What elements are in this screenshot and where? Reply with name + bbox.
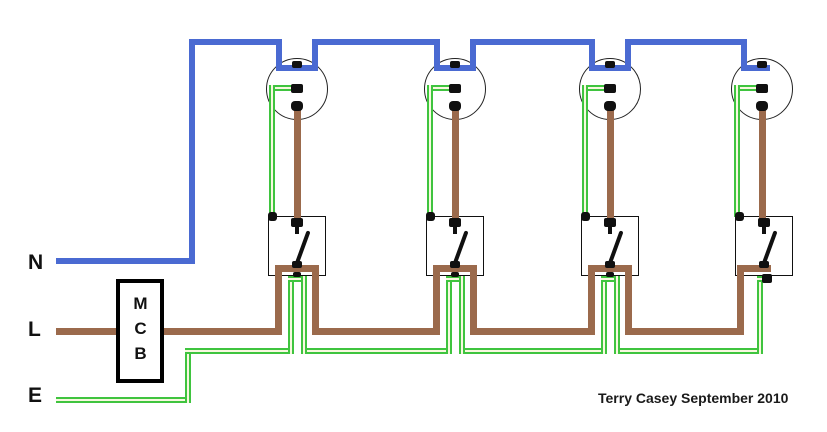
- lamp-live-terminal: [291, 101, 303, 111]
- live-wire: [433, 265, 440, 335]
- earth-wire: [459, 276, 465, 354]
- neutral-wire: [589, 65, 631, 71]
- switch-earth-loop-terminal: [451, 272, 459, 277]
- live-wire: [625, 265, 632, 335]
- lamp-earth-terminal: [449, 84, 461, 93]
- neutral-wire: [625, 39, 631, 71]
- lamp-neutral-terminal: [292, 61, 302, 68]
- earth-wire: [582, 85, 606, 91]
- live-wire: [625, 328, 744, 335]
- lamp-earth-terminal: [756, 84, 768, 93]
- switch-bottom-terminal: [759, 261, 769, 268]
- mcb-box: MCB: [116, 279, 164, 383]
- earth-wire: [427, 85, 433, 217]
- switch-bottom-terminal: [292, 261, 302, 268]
- switch-top-stub: [762, 227, 766, 234]
- neutral-wire: [312, 39, 318, 71]
- neutral-wire: [56, 258, 195, 264]
- lamp-neutral-terminal: [450, 61, 460, 68]
- earth-wire: [427, 85, 451, 91]
- live-wire: [312, 265, 319, 335]
- live-wire: [737, 265, 744, 335]
- switch-earth-terminal: [426, 212, 435, 221]
- switch-top-stub: [453, 227, 457, 234]
- neutral-wire: [312, 39, 440, 45]
- earth-wire: [288, 276, 307, 282]
- live-wire: [588, 265, 632, 272]
- live-wire: [294, 105, 301, 225]
- neutral-wire: [589, 39, 595, 71]
- neutral-wire: [276, 65, 318, 71]
- live-wire: [470, 265, 477, 335]
- neutral-wire: [434, 39, 440, 71]
- lamp-neutral-terminal: [605, 61, 615, 68]
- attribution-text: Terry Casey September 2010: [598, 390, 789, 406]
- earth-wire: [56, 397, 188, 403]
- neutral-wire: [470, 39, 595, 45]
- live-feed-label: L: [28, 318, 41, 341]
- live-wire: [470, 328, 595, 335]
- live-wire: [759, 105, 766, 225]
- switch-earth-terminal: [268, 212, 277, 221]
- lamp-earth-terminal: [291, 84, 303, 93]
- switch-top-terminal: [449, 218, 461, 227]
- neutral-feed-label: N: [28, 251, 44, 274]
- earth-wire: [614, 276, 620, 354]
- earth-wire: [734, 85, 740, 217]
- live-wire: [164, 328, 282, 335]
- live-wire: [312, 328, 440, 335]
- switch-top-terminal: [758, 218, 770, 227]
- neutral-wire: [189, 39, 282, 45]
- live-wire: [607, 105, 614, 225]
- earth-wire: [301, 276, 307, 354]
- earth-wire: [582, 85, 588, 217]
- earth-wire: [269, 85, 293, 91]
- earth-wire: [288, 276, 294, 354]
- lamp-live-terminal: [604, 101, 616, 111]
- lamp-earth-terminal: [604, 84, 616, 93]
- switch-top-stub: [608, 227, 612, 234]
- switch-bottom-terminal: [450, 261, 460, 268]
- live-wire: [452, 105, 459, 225]
- live-wire: [275, 265, 319, 272]
- earth-wire: [446, 276, 465, 282]
- live-wire: [588, 265, 595, 335]
- neutral-wire: [470, 39, 476, 71]
- earth-wire: [459, 348, 607, 354]
- earth-wire: [185, 348, 294, 354]
- switch-top-terminal: [291, 218, 303, 227]
- switch-bottom-terminal: [605, 261, 615, 268]
- earth-wire: [301, 348, 452, 354]
- neutral-wire: [741, 65, 770, 71]
- earth-wire: [601, 276, 607, 354]
- earth-wire: [757, 276, 763, 354]
- neutral-wire: [434, 65, 476, 71]
- lamp-neutral-terminal: [757, 61, 767, 68]
- neutral-wire: [276, 39, 282, 71]
- earth-wire: [185, 348, 191, 403]
- switch-earth-loop-terminal: [293, 272, 301, 277]
- live-wire: [275, 265, 282, 335]
- earth-wire: [614, 348, 763, 354]
- switch-earth-terminal: [735, 212, 744, 221]
- neutral-wire: [741, 39, 747, 71]
- live-wire: [433, 265, 477, 272]
- switch-top-terminal: [604, 218, 616, 227]
- earth-wire: [446, 276, 452, 354]
- neutral-wire: [625, 39, 747, 45]
- switch-top-stub: [295, 227, 299, 234]
- switch-earth-end-terminal: [762, 274, 772, 283]
- earth-wire: [601, 276, 620, 282]
- live-wire: [56, 328, 116, 335]
- lamp-live-terminal: [756, 101, 768, 111]
- switch-earth-loop-terminal: [606, 272, 614, 277]
- switch-earth-terminal: [581, 212, 590, 221]
- earth-wire: [269, 85, 275, 217]
- neutral-wire: [189, 39, 195, 264]
- live-wire: [737, 265, 771, 272]
- earth-feed-label: E: [28, 384, 43, 407]
- lamp-live-terminal: [449, 101, 461, 111]
- earth-wire: [734, 85, 758, 91]
- mcb-label: MCB: [131, 293, 150, 369]
